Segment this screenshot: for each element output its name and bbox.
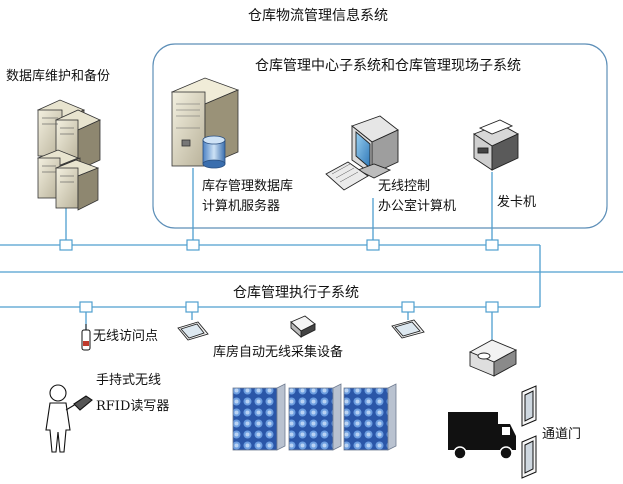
collector-device-icon <box>391 319 425 339</box>
card-issuer-label: 发卡机 <box>497 194 536 210</box>
gate-reader-icon <box>468 339 518 377</box>
access-point-label: 无线访问点 <box>93 329 158 344</box>
storage-rack-icon <box>232 383 286 451</box>
server-label-line1: 库存管理数据库 <box>202 178 293 194</box>
gate-label: 通道门 <box>542 427 581 442</box>
storage-rack-icon <box>343 383 397 451</box>
gate-panel-icon <box>521 385 537 427</box>
card-issuer-icon <box>473 119 519 171</box>
control-label-line1: 无线控制 <box>378 179 430 194</box>
truck-icon <box>448 412 516 460</box>
handheld-label-line2: RFID读写器 <box>96 399 169 414</box>
collector-device-icon <box>290 315 316 339</box>
port-icon <box>79 301 93 313</box>
database-label: 数据库维护和备份 <box>6 68 110 84</box>
control-label-line2: 办公室计算机 <box>378 198 456 214</box>
auto-collect-label: 库房自动无线采集设备 <box>213 344 343 360</box>
port-icon <box>485 239 499 251</box>
computer-icon <box>325 115 399 191</box>
handheld-label-line1: 手持式无线 <box>96 373 161 388</box>
center-group-title: 仓库管理中心子系统和仓库管理现场子系统 <box>255 58 521 74</box>
collector-device-icon <box>177 321 209 341</box>
port-icon <box>366 239 380 251</box>
wireless-access-point-icon <box>81 324 91 351</box>
port-icon <box>186 239 200 251</box>
server-label-line2: 计算机服务器 <box>202 198 280 214</box>
diagram-title: 仓库物流管理信息系统 <box>248 7 388 24</box>
gate-panel-icon <box>521 435 537 479</box>
port-icon <box>185 301 199 313</box>
storage-rack-icon <box>288 383 342 451</box>
database-cylinder-icon <box>202 135 226 169</box>
person-with-reader-icon <box>45 384 93 453</box>
network-ports <box>59 239 499 313</box>
exec-subsystem-title: 仓库管理执行子系统 <box>233 285 359 301</box>
database-servers-icon <box>36 99 101 211</box>
port-icon <box>59 239 73 251</box>
port-icon <box>485 301 499 313</box>
port-icon <box>401 301 415 313</box>
center-subsystem-frame <box>152 43 608 229</box>
